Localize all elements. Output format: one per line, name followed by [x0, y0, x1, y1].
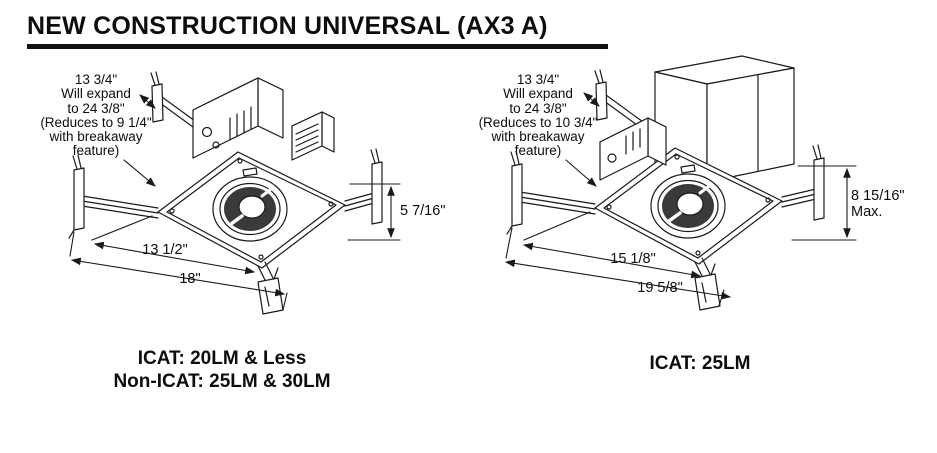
right-expansion-arrow — [583, 92, 600, 107]
right-expansion-note: 13 3/4" Will expand to 24 3/8" (Reduces … — [460, 72, 616, 159]
right-hanger-bar-right — [781, 144, 825, 221]
right-hanger-bar-left — [506, 150, 596, 235]
right-dimension-lines — [504, 92, 857, 307]
right-width-outer-arrow — [504, 259, 732, 300]
left-dimension-lines — [69, 94, 401, 311]
left-front-bracket — [257, 261, 284, 315]
note-line: to 24 3/8" — [509, 100, 567, 116]
page-title: NEW CONSTRUCTION UNIVERSAL (AX3 A) — [27, 12, 548, 40]
left-width-inner-label: 13 1/2" — [142, 242, 188, 258]
right-height-dimension-label: 8 15/16" Max. — [851, 188, 905, 220]
note-line: feature) — [72, 143, 120, 159]
left-junction-box — [192, 77, 284, 159]
left-caption: ICAT: 20LM & Less Non-ICAT: 25LM & 30LM — [62, 347, 382, 393]
left-expansion-arrow — [139, 94, 156, 109]
note-line: 13 3/4" — [74, 72, 118, 87]
left-width-outer-arrow — [70, 257, 286, 297]
right-height-dimension-value: 8 15/16" — [851, 188, 905, 204]
right-fixture-drawing — [506, 55, 825, 311]
left-hanger-bar-left — [68, 154, 159, 239]
right-width-outer-label: 19 5/8" — [637, 280, 683, 296]
left-fixture-drawing — [68, 71, 383, 315]
left-height-dimension-label: 5 7/16" — [400, 203, 446, 219]
note-line: (Reduces to 10 3/4" — [478, 114, 598, 130]
note-line: feature) — [514, 143, 562, 159]
right-caption: ICAT: 25LM — [590, 352, 810, 375]
left-trim-ring — [212, 167, 288, 242]
left-note-leader-arrow — [123, 159, 156, 187]
note-line: with breakaway — [49, 129, 143, 145]
title-underline — [27, 44, 608, 49]
right-junction-box — [599, 117, 667, 181]
left-caption-line: Non-ICAT: 25LM & 30LM — [113, 371, 331, 392]
left-hanger-bar-right — [344, 148, 383, 225]
note-line: to 24 3/8" — [67, 100, 125, 116]
right-housing-box — [654, 55, 795, 183]
note-line: Will expand — [61, 86, 131, 102]
note-line: 13 3/4" — [516, 72, 560, 87]
note-line: Will expand — [503, 86, 573, 102]
left-driver-box — [291, 111, 335, 161]
right-trim-ring — [650, 164, 726, 239]
note-line: with breakaway — [491, 129, 585, 145]
note-line: (Reduces to 9 1/4" — [40, 114, 152, 130]
right-height-dimension-note: Max. — [851, 204, 883, 220]
right-caption-line: ICAT: 25LM — [649, 353, 751, 374]
left-caption-line: ICAT: 20LM & Less — [137, 348, 307, 369]
left-expansion-note: 13 3/4" Will expand to 24 3/8" (Reduces … — [18, 72, 174, 159]
right-width-inner-label: 15 1/8" — [610, 251, 656, 267]
left-width-outer-label: 18" — [179, 271, 201, 287]
right-note-leader-arrow — [565, 159, 597, 187]
